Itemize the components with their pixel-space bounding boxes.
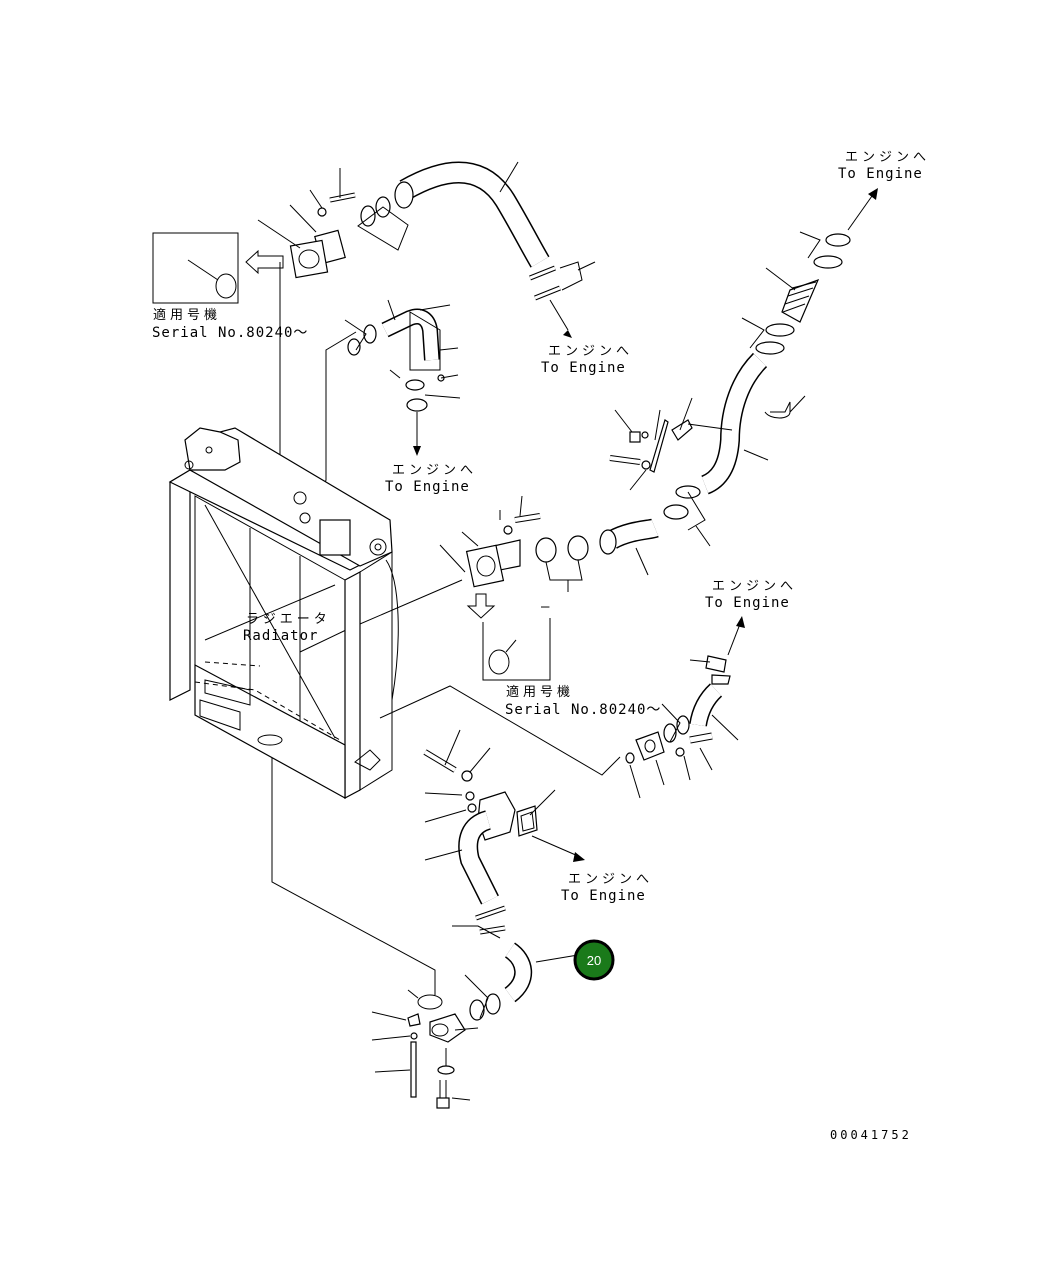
lower-outlet [271, 729, 585, 1109]
serial-top-jp: 適用号機 [153, 307, 221, 323]
label-serial-top: 適用号機 Serial No.80240～ [152, 307, 308, 341]
upper-middle-hose [344, 299, 461, 456]
radiator-label-jp: ラジエータ [246, 612, 331, 627]
serial-top-en: Serial No.80240～ [152, 325, 308, 341]
serial-mid-en: Serial No.80240～ [505, 702, 661, 718]
to-engine-lower-en: To Engine [561, 888, 646, 904]
label-to-engine-top-right: エンジンへ To Engine [838, 150, 930, 182]
radiator-label-en: Radiator [243, 628, 318, 644]
dash-mark: – [541, 599, 550, 615]
to-engine-top-right-en: To Engine [838, 166, 923, 182]
callout-circle[interactable] [573, 939, 615, 981]
leader-top-2 [321, 331, 357, 491]
to-engine-right-en: To Engine [705, 595, 790, 611]
right-hose-chain [299, 188, 878, 653]
drawing-number: 00041752 [830, 1128, 912, 1142]
to-engine-upper-mid-jp: エンジンへ [548, 344, 633, 359]
radiator [168, 427, 399, 800]
serial-mid-jp: 適用号機 [506, 684, 574, 700]
radiator-label: ラジエータ Radiator [243, 612, 331, 644]
to-engine-upper-mid-en: To Engine [541, 360, 626, 376]
label-to-engine-upper-mid: エンジンへ To Engine [541, 344, 633, 376]
right-lower-fitting [379, 616, 745, 799]
upper-hose [257, 161, 596, 338]
to-engine-top-right-jp: エンジンへ [845, 150, 930, 165]
to-engine-right-jp: エンジンへ [712, 579, 797, 594]
label-to-engine-lower: エンジンへ To Engine [561, 872, 653, 904]
to-engine-center-jp: エンジンへ [392, 463, 477, 478]
to-engine-lower-jp: エンジンへ [568, 872, 653, 887]
to-engine-center-en: To Engine [385, 479, 470, 495]
leader-top [264, 262, 281, 461]
callout-number[interactable]: 20 [587, 953, 601, 968]
callout-badge-20[interactable]: 20 [573, 939, 615, 981]
label-to-engine-center: エンジンへ To Engine [385, 463, 477, 495]
serial-detail-top [152, 232, 284, 304]
serial-detail-mid [482, 618, 551, 681]
label-serial-mid: 適用号機 Serial No.80240～ [505, 684, 661, 718]
label-to-engine-right: エンジンへ To Engine [705, 579, 797, 611]
